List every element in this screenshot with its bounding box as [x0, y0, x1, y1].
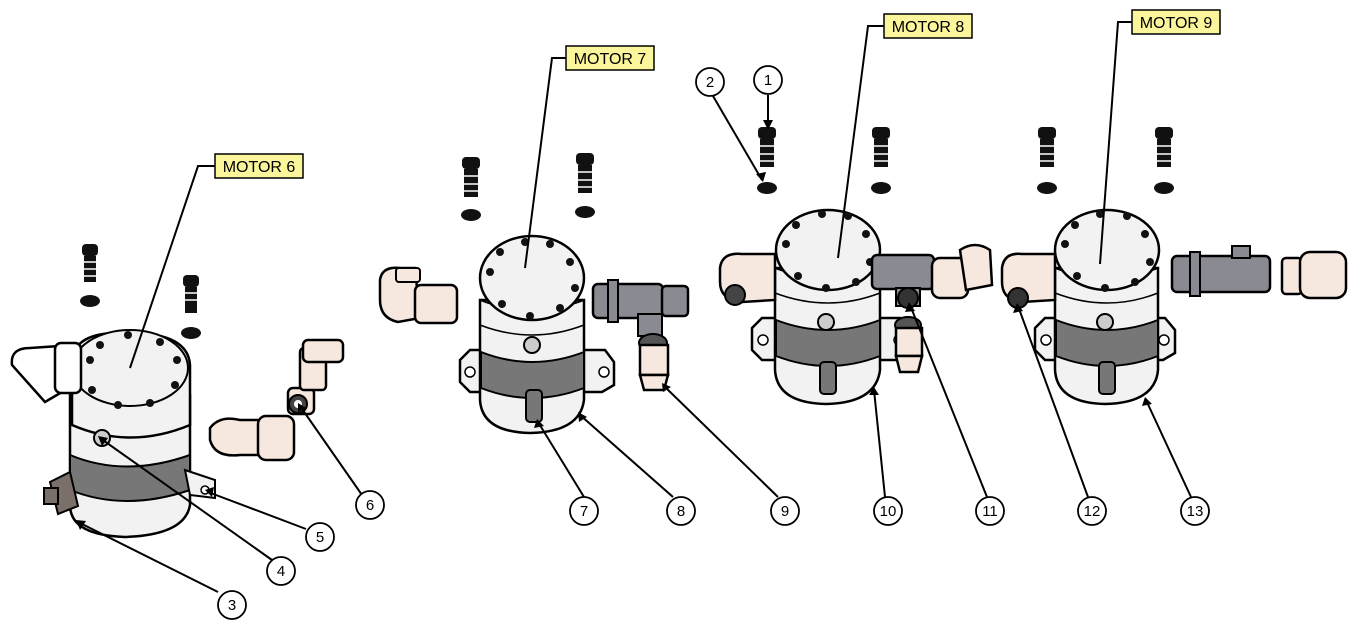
washer-icon — [871, 182, 891, 194]
callout-4: 4 — [266, 556, 296, 586]
callout-12: 12 — [1077, 496, 1107, 526]
svg-text:11: 11 — [982, 503, 998, 520]
callout-13: 13 — [1180, 496, 1210, 526]
elbow-fitting-icon — [10, 341, 83, 404]
arrowheads — [76, 120, 1152, 530]
svg-text:5: 5 — [316, 529, 324, 546]
washer-icon — [575, 206, 595, 218]
elbow-fitting-icon — [1000, 252, 1057, 309]
svg-text:1: 1 — [764, 72, 772, 89]
motor-7-assembly — [378, 153, 690, 435]
callout-2: 2 — [695, 67, 725, 97]
screw-icon — [1155, 127, 1173, 167]
washer-icon — [757, 182, 777, 194]
motor-band — [775, 318, 881, 367]
svg-text:2: 2 — [706, 74, 714, 91]
callout-10: 10 — [873, 496, 903, 526]
tee-fitting-icon — [591, 279, 690, 337]
svg-text:8: 8 — [677, 503, 685, 520]
callout-11: 11 — [975, 496, 1005, 526]
svg-text:7: 7 — [580, 503, 588, 520]
svg-text:MOTOR 8: MOTOR 8 — [892, 19, 965, 36]
callout-8: 8 — [666, 496, 696, 526]
tee-fitting-icon — [870, 253, 936, 309]
motor-cap — [1053, 208, 1161, 292]
straight-fitting-icon — [1280, 250, 1348, 300]
callout-3: 3 — [217, 590, 247, 620]
elbow-fitting-icon — [378, 266, 459, 325]
callout-1: 1 — [753, 65, 783, 95]
straight-fitting-icon — [894, 316, 924, 374]
washer-icon — [80, 295, 100, 307]
motor-cap — [478, 234, 586, 322]
motor-band — [480, 350, 585, 399]
callout-6: 6 — [355, 490, 385, 520]
screw-icon — [462, 157, 480, 197]
callout-7: 7 — [569, 496, 599, 526]
svg-text:9: 9 — [781, 503, 789, 520]
motor-band — [1055, 318, 1159, 367]
svg-text:4: 4 — [277, 563, 285, 580]
washer-icon — [1037, 182, 1057, 194]
motor-label-8: MOTOR 8 — [883, 13, 973, 39]
screw-icon — [576, 153, 594, 193]
washer-icon — [1154, 182, 1174, 194]
washer-icon — [181, 327, 201, 339]
leader-lines — [77, 21, 1192, 593]
callout-9: 9 — [770, 496, 800, 526]
svg-text:13: 13 — [1187, 503, 1204, 520]
motor-9-assembly — [1000, 127, 1348, 406]
screw-icon — [1038, 127, 1056, 167]
elbow-fitting-icon — [718, 252, 777, 306]
svg-text:MOTOR 9: MOTOR 9 — [1140, 15, 1213, 32]
motor-8-assembly — [718, 127, 994, 406]
svg-text:6: 6 — [366, 497, 374, 514]
side-fitting-icon — [43, 470, 80, 516]
elbow-fitting-icon — [930, 243, 994, 300]
motor-label-9: MOTOR 9 — [1131, 9, 1221, 35]
screw-icon — [758, 127, 776, 167]
screw-icon — [82, 244, 98, 282]
svg-text:12: 12 — [1084, 503, 1101, 520]
motor-cap — [774, 208, 882, 292]
motor-label-6: MOTOR 6 — [214, 153, 304, 179]
screw-icon — [872, 127, 890, 167]
svg-text:3: 3 — [228, 597, 236, 614]
tee-fitting-icon — [1170, 245, 1272, 297]
screw-icon — [183, 275, 199, 313]
svg-text:MOTOR 7: MOTOR 7 — [574, 51, 647, 68]
pipe-fitting-icon — [286, 338, 345, 416]
svg-text:10: 10 — [880, 503, 897, 520]
motor-6-assembly — [10, 244, 345, 539]
motor-label-7: MOTOR 7 — [565, 45, 655, 71]
callout-5: 5 — [305, 522, 335, 552]
svg-text:MOTOR 6: MOTOR 6 — [223, 159, 296, 176]
washer-icon — [461, 209, 481, 221]
straight-fitting-icon — [638, 333, 670, 392]
elbow-fitting-icon — [208, 414, 296, 462]
